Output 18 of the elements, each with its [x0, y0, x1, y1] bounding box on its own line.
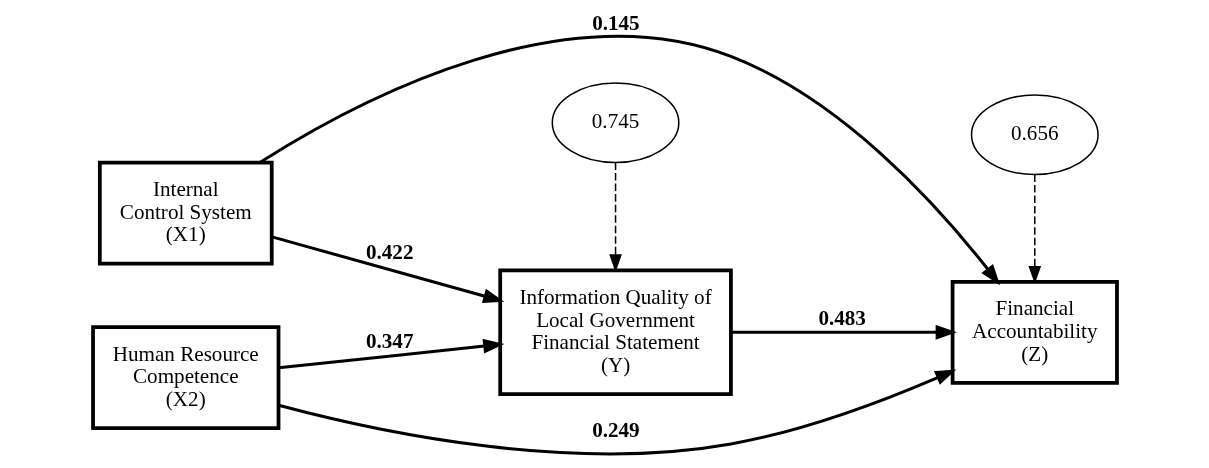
arrow [730, 324, 957, 340]
arrow [278, 338, 504, 370]
node-box: Financial Accountability (Z) [950, 279, 1119, 385]
edge-label: 0.422 [365, 239, 413, 264]
edge-label: 0.145 [591, 10, 640, 35]
node-box: Internal Control System (X1) [97, 160, 274, 266]
node-box: Human Resource Competence (X2) [90, 325, 280, 430]
edge-label: 0.347 [365, 328, 413, 353]
arrow [277, 369, 956, 456]
node-box: Information Quality of Local Government Financial Statement (Y) [497, 268, 733, 397]
edge-label: 0.249 [591, 417, 640, 442]
arrow [1027, 173, 1041, 285]
node-ellipse: 0.745 [551, 82, 680, 164]
arrow [258, 35, 1000, 286]
edge-label: 0.483 [817, 306, 866, 331]
arrow [271, 235, 504, 304]
node-ellipse: 0.656 [970, 94, 1099, 176]
arrow [608, 161, 622, 273]
